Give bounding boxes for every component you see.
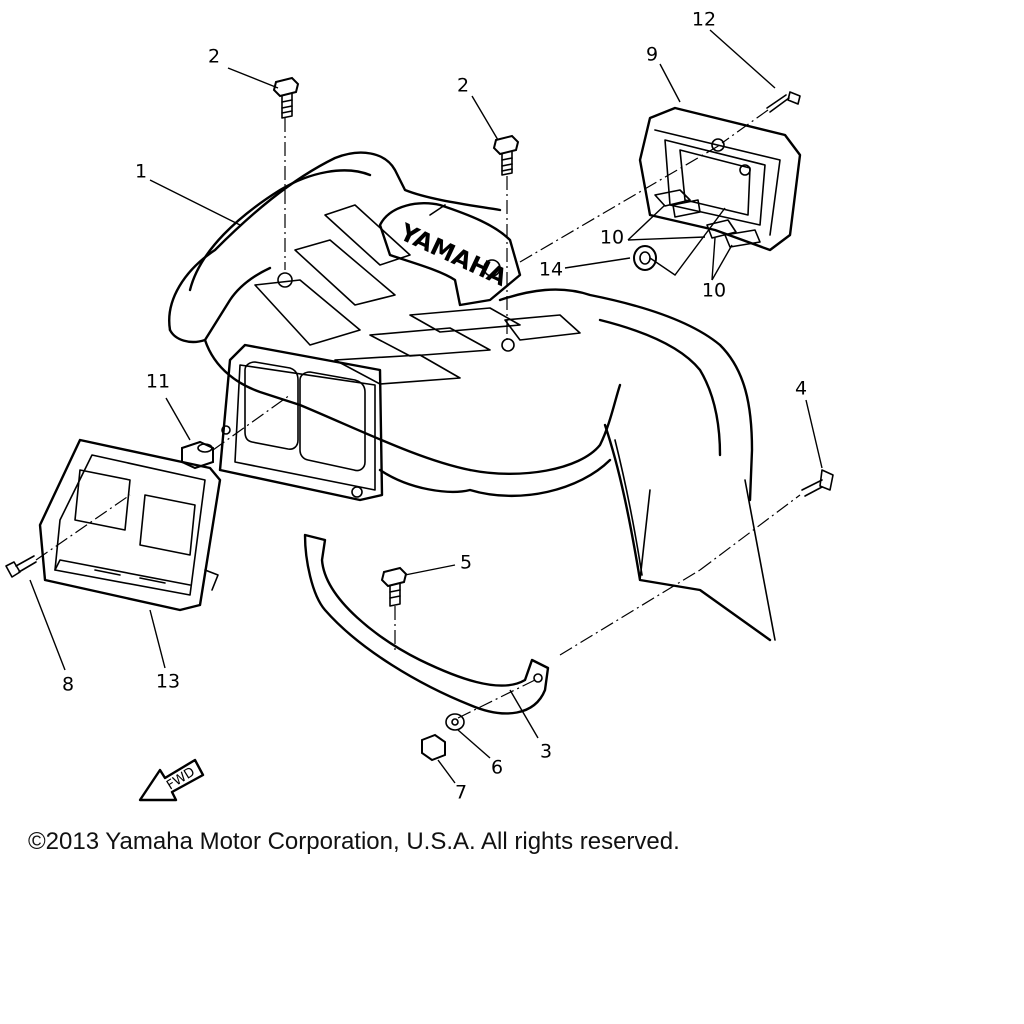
bolt-2-left-part [272, 76, 300, 119]
copyright-notice: ©2013 Yamaha Motor Corporation, U.S.A. A… [28, 828, 680, 855]
bolt-2-right-part [492, 134, 520, 176]
callout-2-right: 2 [456, 74, 470, 97]
callout-4: 4 [794, 377, 808, 400]
callout-3: 3 [539, 740, 553, 763]
callout-5: 5 [459, 551, 473, 574]
fender-stay-part [303, 533, 550, 715]
callout-13: 13 [155, 670, 181, 693]
callout-6: 6 [490, 756, 504, 779]
taillight-bezel-part [638, 106, 802, 252]
callout-10-bottom: 10 [701, 279, 727, 302]
forward-arrow: FWD [138, 758, 205, 802]
callout-1: 1 [134, 160, 148, 183]
front-fender-part [168, 151, 776, 642]
callout-9: 9 [645, 43, 659, 66]
screw-8-part [5, 555, 37, 578]
assembly-lines [35, 109, 801, 719]
screw-12-part [766, 91, 801, 113]
nut-part [421, 733, 446, 762]
callout-10-top: 10 [599, 226, 625, 249]
callout-2-left: 2 [207, 45, 221, 68]
washer-part [445, 713, 465, 731]
callout-12: 12 [691, 8, 717, 31]
callout-14: 14 [538, 258, 564, 281]
headlight-unit-part [38, 438, 222, 612]
bolt-5-part [380, 566, 408, 607]
screw-4-part [801, 469, 834, 497]
callout-8: 8 [61, 673, 75, 696]
damper-block-part [654, 189, 761, 248]
leader-lines [29, 29, 823, 784]
callout-7: 7 [454, 781, 468, 804]
callout-11: 11 [145, 370, 171, 393]
parts-diagram: YAMAHA [5, 8, 834, 804]
grommet-part [633, 245, 657, 271]
